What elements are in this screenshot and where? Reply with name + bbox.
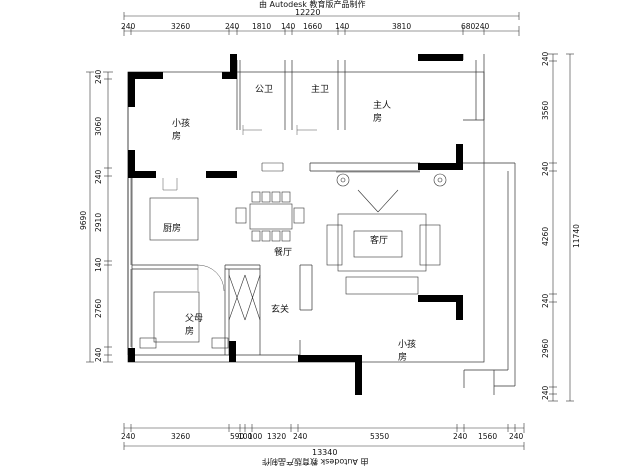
room-entrance: 玄关: [271, 305, 290, 315]
room-child-se: 小孩 房: [398, 340, 417, 363]
kitchen-counter: [149, 197, 199, 241]
bottom-dim-6: 1320: [267, 432, 287, 441]
left-dim-1: 240: [94, 69, 103, 84]
top-dim-2: 3260: [171, 22, 191, 31]
header-total: 12220: [295, 8, 321, 17]
bottom-dim-1: 240: [121, 432, 136, 441]
right-dim-7: 240: [541, 385, 550, 400]
living-sofa-set: [326, 171, 441, 295]
window-openings: [127, 162, 284, 355]
left-dim-2: 3060: [94, 116, 103, 136]
left-dimension-line: [86, 71, 113, 363]
bottom-dim-9: 240: [453, 432, 468, 441]
wardrobe: [228, 274, 261, 321]
right-dim-3: 240: [541, 161, 550, 176]
footer-title: 由 Autodesk 教育版产品制作: [262, 457, 369, 466]
top-dim-4: 1810: [252, 22, 272, 31]
right-dim-1: 240: [541, 51, 550, 66]
room-master-bath: 主卫: [311, 85, 330, 95]
top-dim-10: 240: [475, 22, 490, 31]
left-dim-7: 240: [94, 347, 103, 362]
top-dim-1: 240: [121, 22, 136, 31]
right-dim-2: 3560: [541, 100, 550, 120]
room-dining: 餐厅: [274, 248, 293, 258]
left-total: 9690: [79, 210, 88, 230]
parents-bed: [139, 291, 229, 349]
room-master-bedroom: 主人 房: [373, 101, 392, 124]
header-title: 由 Autodesk 教育版产品制作: [259, 0, 366, 9]
top-dim-6: 1660: [303, 22, 323, 31]
dining-table: [235, 191, 305, 242]
top-dim-5: 140: [281, 22, 296, 31]
room-kitchen: 厨房: [163, 224, 182, 234]
top-dimension-line: [123, 12, 520, 36]
room-parents: 父母 房: [185, 314, 204, 337]
footer-total: 13340: [312, 448, 338, 457]
right-total: 11740: [572, 224, 581, 248]
bottom-dim-7: 240: [293, 432, 308, 441]
top-dim-3: 240: [225, 22, 240, 31]
bottom-dimension-line: [123, 423, 525, 450]
bold-walls: [128, 54, 463, 395]
right-dim-4: 4260: [541, 226, 550, 246]
bottom-dim-11: 240: [509, 432, 524, 441]
left-dim-4: 2910: [94, 212, 103, 232]
left-dim-3: 240: [94, 169, 103, 184]
left-dim-6: 2760: [94, 298, 103, 318]
left-dim-5: 140: [94, 257, 103, 272]
decor-plants: [336, 173, 447, 187]
bottom-dim-4: 100: [238, 432, 253, 441]
thin-walls: [127, 54, 516, 395]
room-living: 客厅: [370, 236, 389, 246]
bottom-dim-3: 590: [230, 432, 245, 441]
room-child-nw: 小孩 房: [172, 119, 191, 142]
bottom-dim-10: 1560: [478, 432, 498, 441]
room-public-bath: 公卫: [255, 85, 274, 95]
bottom-dim-5: 100: [248, 432, 263, 441]
bottom-dim-2: 3260: [171, 432, 191, 441]
door-swings: [162, 125, 317, 292]
right-dimension-line: [548, 53, 574, 402]
right-dim-5: 240: [541, 293, 550, 308]
top-dim-9: 680: [461, 22, 476, 31]
top-dim-7: 140: [335, 22, 350, 31]
top-dim-8: 3810: [392, 22, 412, 31]
bottom-dim-8: 5350: [370, 432, 390, 441]
right-dim-6: 2960: [541, 338, 550, 358]
